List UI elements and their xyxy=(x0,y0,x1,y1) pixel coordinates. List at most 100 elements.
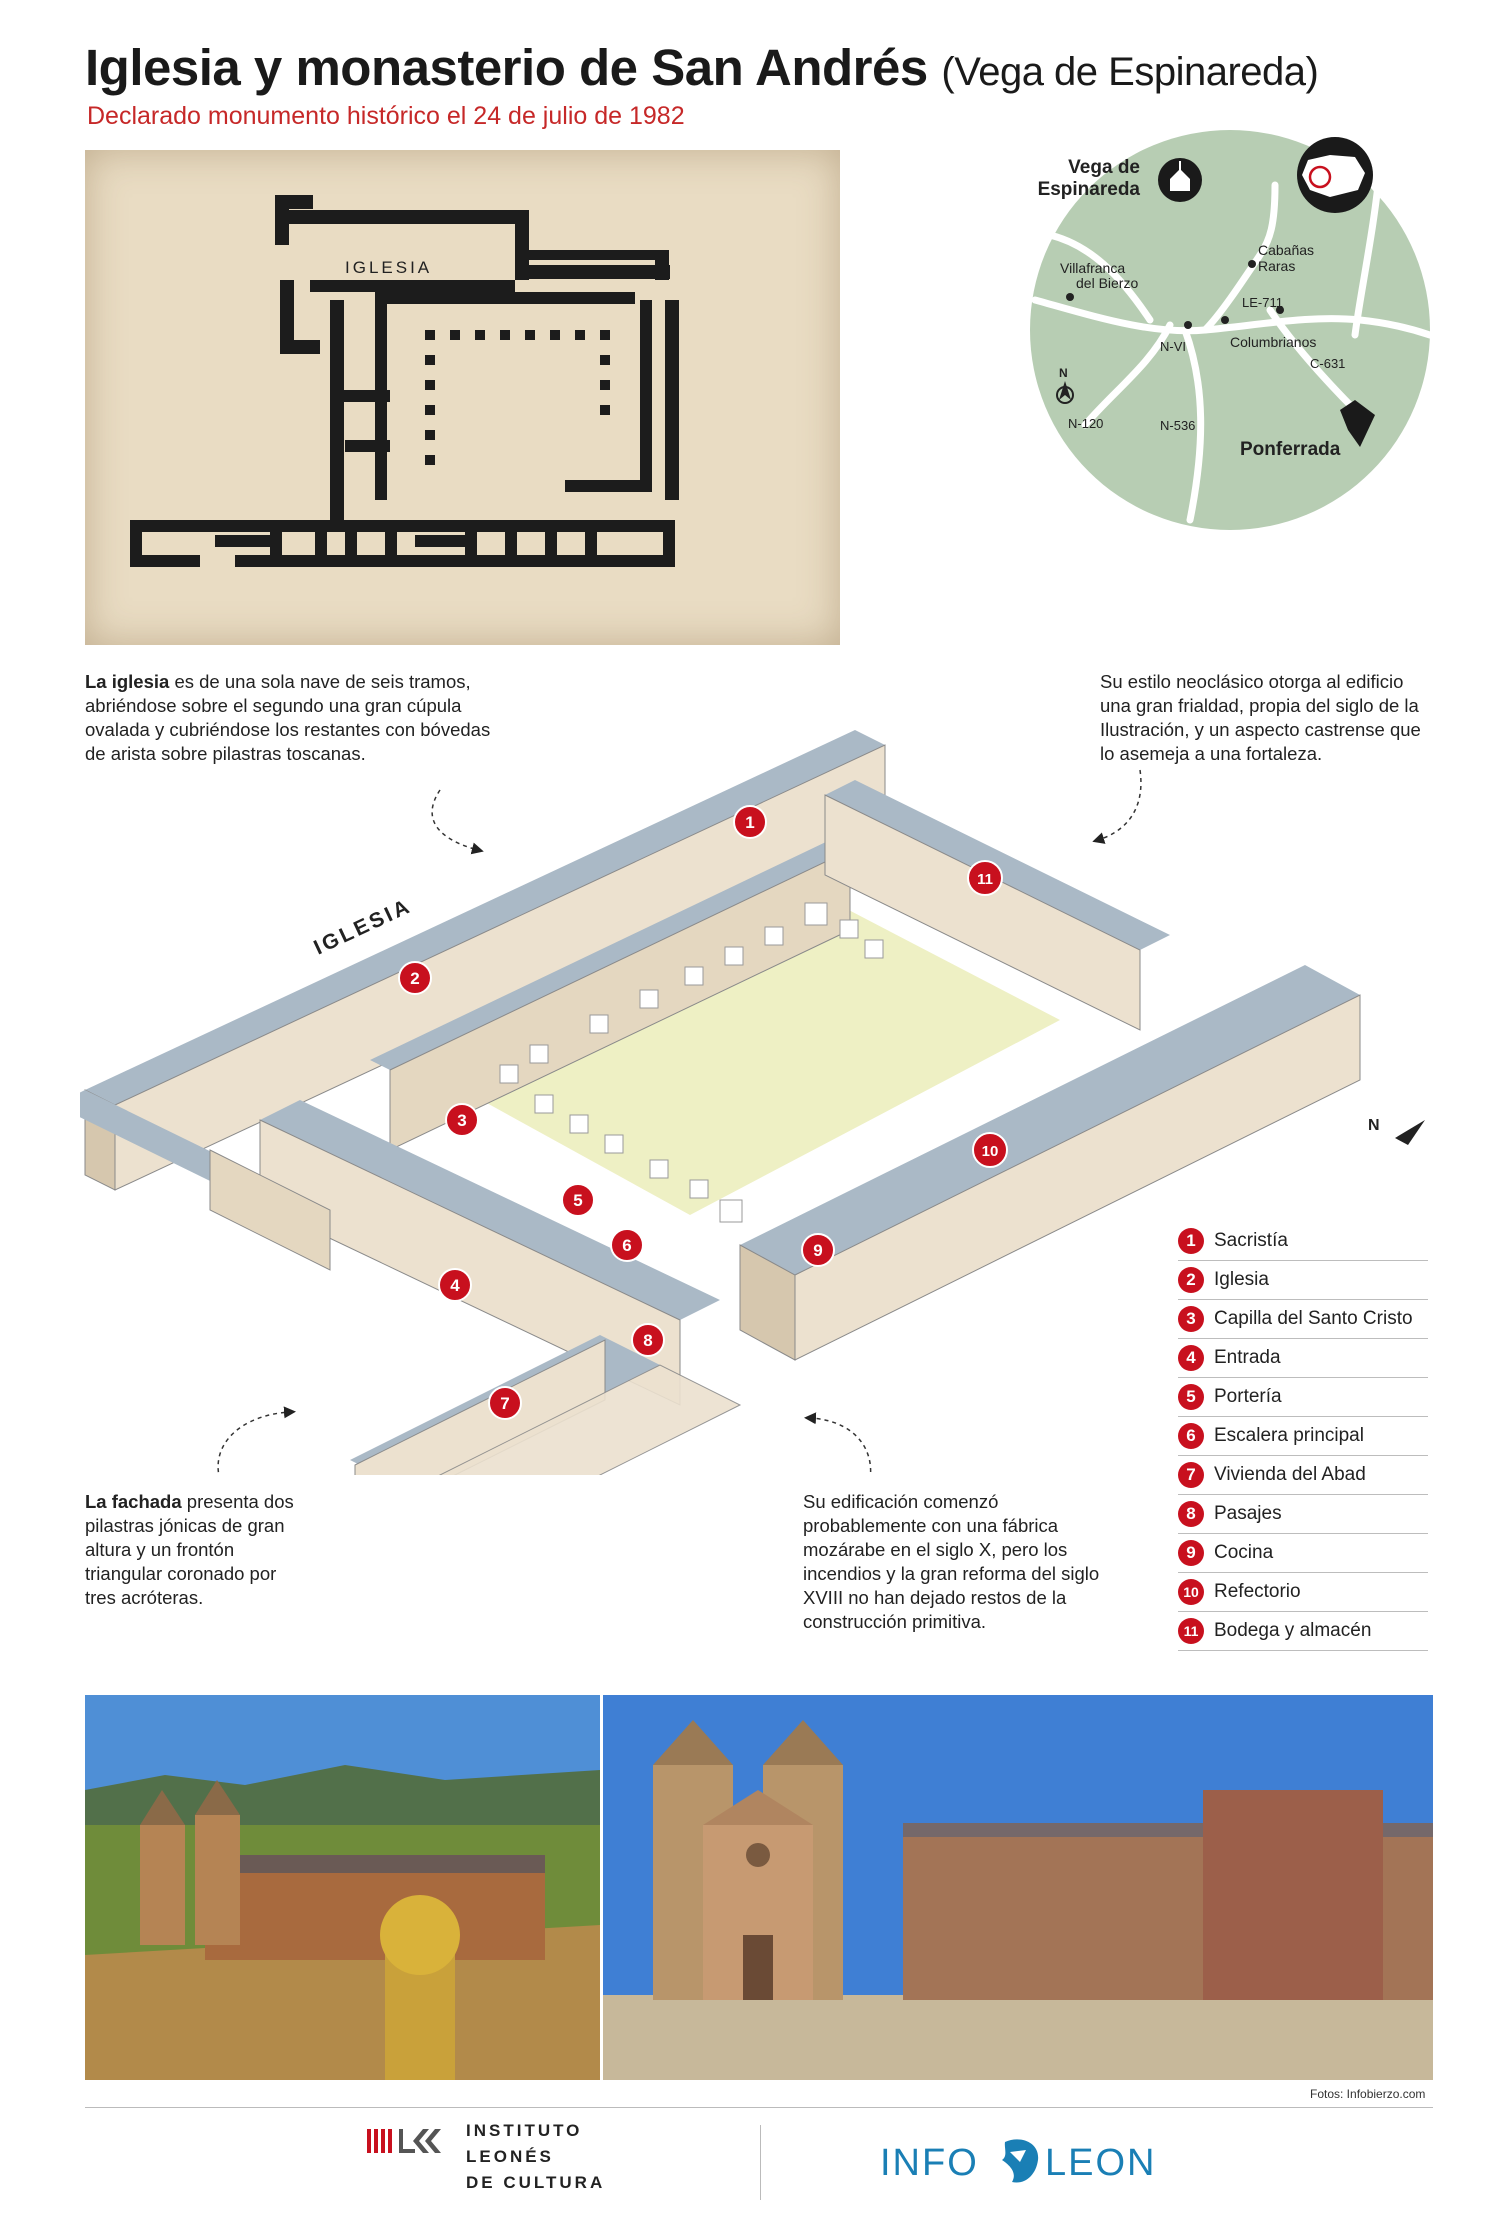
note-iglesia: La iglesia es de una sola nave de seis t… xyxy=(85,670,515,766)
legend-item: 2 Iglesia xyxy=(1178,1261,1428,1300)
map-place-columbrianos: Columbrianos xyxy=(1230,334,1316,350)
marker-3: 3 xyxy=(445,1103,479,1137)
marker-3-num: 3 xyxy=(457,1111,466,1130)
wing-bodega xyxy=(824,780,1170,1031)
legend-item: 10 Refectorio xyxy=(1178,1573,1428,1612)
photo-credit: Fotos: Infobierzo.com xyxy=(1310,2087,1426,2101)
marker-8: 8 xyxy=(631,1323,665,1357)
marker-10: 10 xyxy=(972,1132,1008,1168)
diagram-north-arrow-icon: N xyxy=(1368,1117,1425,1145)
map-place-cabanas: Cabañas xyxy=(1258,242,1314,258)
floor-plan-paper: IGLESIA xyxy=(85,150,840,645)
note-fachada-text: presenta dos pilastras jónicas de gran a… xyxy=(85,1491,294,1608)
legend-number: 9 xyxy=(1178,1540,1204,1566)
map-place-raras: Raras xyxy=(1258,258,1295,274)
legend-label: Escalera principal xyxy=(1214,1425,1364,1446)
isometric-monastery-diagram: IGLESIA N 1 2 3 4 5 6 7 8 9 10 11 xyxy=(80,730,1425,1475)
footer-separator xyxy=(760,2125,761,2200)
cloister-courtyard xyxy=(445,895,1060,1215)
note-fachada-bold: La fachada xyxy=(85,1491,182,1512)
legend-number: 6 xyxy=(1178,1423,1204,1449)
note-fachada: La fachada presenta dos pilastras jónica… xyxy=(85,1490,295,1610)
floor-plan-drawing: IGLESIA xyxy=(130,195,679,567)
marker-5-num: 5 xyxy=(573,1191,582,1210)
note-estilo: Su estilo neoclásico otorga al edificio … xyxy=(1100,671,1421,764)
legend-item: 1 Sacristía xyxy=(1178,1222,1428,1261)
footer-divider xyxy=(85,2107,1433,2108)
legend-number: 3 xyxy=(1178,1306,1204,1332)
map-town-line2: Espinareda xyxy=(1038,179,1141,200)
legend-number: 8 xyxy=(1178,1501,1204,1527)
wing-refectorio xyxy=(739,965,1361,1361)
legend-label: Cocina xyxy=(1214,1542,1274,1563)
legend-number: 11 xyxy=(1178,1618,1204,1644)
legend-item: 7 Vivienda del Abad xyxy=(1178,1456,1428,1495)
marker-6-num: 6 xyxy=(622,1236,631,1255)
marker-1-num: 1 xyxy=(745,813,754,832)
legend-number: 4 xyxy=(1178,1345,1204,1371)
wing-abad xyxy=(350,1335,742,1475)
locator-map: Vega de Espinareda Cabañas Raras Villafr… xyxy=(1030,130,1430,530)
map-place-ponferrada: Ponferrada xyxy=(1240,439,1341,460)
wing-west-block xyxy=(80,1090,331,1271)
diagram-north-label: N xyxy=(1368,1117,1380,1134)
legend-item: 6 Escalera principal xyxy=(1178,1417,1428,1456)
arrow-fachada-note xyxy=(217,1406,296,1475)
legend-label: Vivienda del Abad xyxy=(1214,1464,1366,1485)
photo-monastery-aerial xyxy=(85,1695,600,2080)
note-iglesia-text: es de una sola nave de seis tramos, abri… xyxy=(85,671,491,764)
title-main: Iglesia y monasterio de San Andrés xyxy=(85,39,928,96)
page-subtitle: Declarado monumento histórico el 24 de j… xyxy=(87,102,685,130)
note-edificacion: Su edificación comenzó probablemente con… xyxy=(803,1491,1100,1632)
photo-monastery-facade xyxy=(603,1695,1433,2080)
map-place-bierzo: del Bierzo xyxy=(1076,275,1138,291)
marker-10-num: 10 xyxy=(982,1143,999,1160)
map-road-nvi: N-VI xyxy=(1160,339,1186,354)
infoleon-left: INFO xyxy=(880,2142,979,2184)
legend-number: 10 xyxy=(1178,1579,1204,1605)
ilc-line-2: LEONÉS xyxy=(466,2147,554,2166)
legend-label: Sacristía xyxy=(1214,1230,1288,1251)
map-road-c631: C-631 xyxy=(1310,356,1345,371)
ilc-logo-icon xyxy=(367,2129,441,2153)
marker-1: 1 xyxy=(733,805,767,839)
marker-7-num: 7 xyxy=(500,1394,509,1413)
lion-head-icon xyxy=(1002,2139,1039,2183)
arrow-edificacion-note xyxy=(804,1412,872,1475)
marker-8-num: 8 xyxy=(643,1331,652,1350)
marker-4-num: 4 xyxy=(450,1276,460,1295)
marker-7: 7 xyxy=(488,1386,522,1420)
map-north-label: N xyxy=(1059,366,1068,380)
legend-label: Pasajes xyxy=(1214,1503,1282,1524)
ilc-line-1: INSTITUTO xyxy=(466,2121,583,2140)
legend-number: 1 xyxy=(1178,1228,1204,1254)
cloister-pillars xyxy=(499,902,884,1223)
legend-item: 4 Entrada xyxy=(1178,1339,1428,1378)
legend-label: Capilla del Santo Cristo xyxy=(1214,1308,1413,1329)
legend-label: Entrada xyxy=(1214,1347,1281,1368)
map-town-line1: Vega de xyxy=(1068,157,1140,178)
legend-label: Iglesia xyxy=(1214,1269,1269,1290)
legend: 1 Sacristía 2 Iglesia 3 Capilla del Santo C… xyxy=(1178,1222,1428,1651)
ilc-line-3: DE CULTURA xyxy=(466,2173,606,2192)
marker-9: 9 xyxy=(801,1233,835,1267)
page-title: Iglesia y monasterio de San Andrés (Vega… xyxy=(85,38,1319,97)
marker-4: 4 xyxy=(438,1268,472,1302)
map-road-le711: LE-711 xyxy=(1242,295,1283,310)
map-road-n120: N-120 xyxy=(1068,416,1103,431)
legend-label: Bodega y almacén xyxy=(1214,1620,1372,1641)
marker-6: 6 xyxy=(610,1228,644,1262)
marker-2: 2 xyxy=(398,961,432,995)
map-road-n536: N-536 xyxy=(1160,418,1195,433)
map-place-villafranca: Villafranca xyxy=(1060,260,1125,276)
legend-item: 9 Cocina xyxy=(1178,1534,1428,1573)
legend-label: Refectorio xyxy=(1214,1581,1301,1602)
arrow-iglesia-note xyxy=(431,789,484,855)
marker-11: 11 xyxy=(967,860,1003,896)
note-iglesia-bold: La iglesia xyxy=(85,671,170,692)
legend-item: 3 Capilla del Santo Cristo xyxy=(1178,1300,1428,1339)
legend-number: 7 xyxy=(1178,1462,1204,1488)
legend-number: 5 xyxy=(1178,1384,1204,1410)
legend-number: 2 xyxy=(1178,1267,1204,1293)
